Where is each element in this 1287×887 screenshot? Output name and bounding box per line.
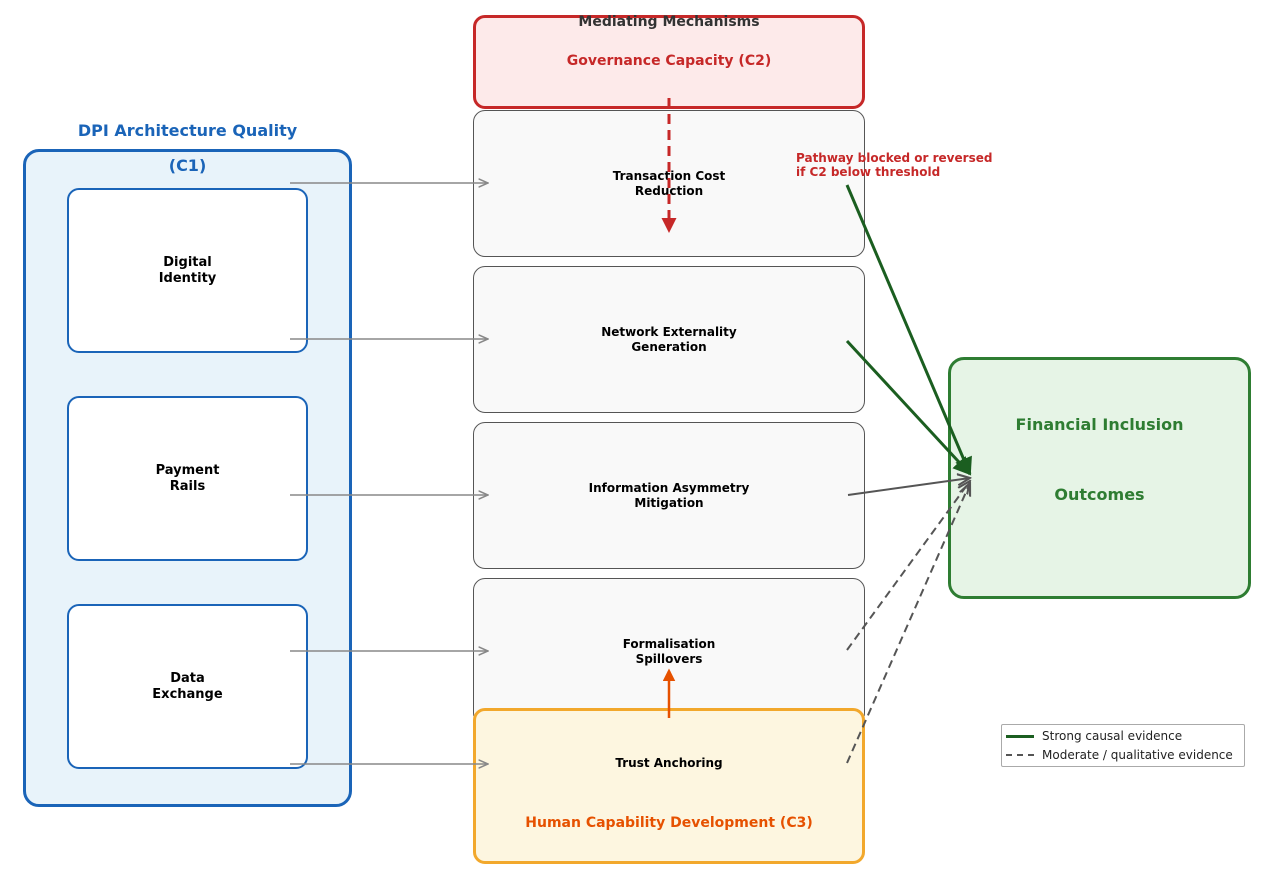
human-capability-label: Human Capability Development (C3)	[525, 815, 813, 831]
governance-capacity-box	[473, 15, 865, 109]
legend-label-strong: Strong causal evidence	[1042, 729, 1183, 743]
legend-label-moderate: Moderate / qualitative evidence	[1042, 748, 1233, 762]
mechanism-information-asymmetry: Information Asymmetry Mitigation	[473, 422, 865, 569]
legend-solid-line-icon	[1006, 734, 1034, 738]
mechanism-formalisation-spillovers: Formalisation Spillovers	[473, 578, 865, 725]
mediating-mechanisms-header: Mediating Mechanisms	[578, 14, 760, 30]
legend-item-moderate: Moderate / qualitative evidence	[1006, 746, 1233, 764]
human-capability-box	[473, 708, 865, 864]
financial-inclusion-box	[948, 357, 1251, 599]
c1-title-code: (C1)	[168, 156, 207, 175]
outcome-title: Financial Inclusion	[1015, 415, 1184, 434]
component-payment-rails: Payment Rails	[67, 396, 308, 561]
legend: Strong causal evidence Moderate / qualit…	[1001, 724, 1245, 767]
legend-dashed-line-icon	[1006, 754, 1034, 756]
c2-threshold-note: Pathway blocked or reversed if C2 below …	[796, 151, 993, 180]
mechanism-transaction-cost: Transaction Cost Reduction	[473, 110, 865, 257]
mechanism-network-externality: Network Externality Generation	[473, 266, 865, 413]
outcome-subtitle: Outcomes	[1054, 485, 1145, 504]
component-digital-identity: Digital Identity	[67, 188, 308, 353]
component-data-exchange: Data Exchange	[67, 604, 308, 769]
governance-capacity-label: Governance Capacity (C2)	[566, 53, 772, 69]
legend-item-strong: Strong causal evidence	[1006, 727, 1182, 745]
c1-title: DPI Architecture Quality	[77, 121, 298, 140]
mechanism-trust-anchoring: Trust Anchoring	[615, 756, 723, 770]
